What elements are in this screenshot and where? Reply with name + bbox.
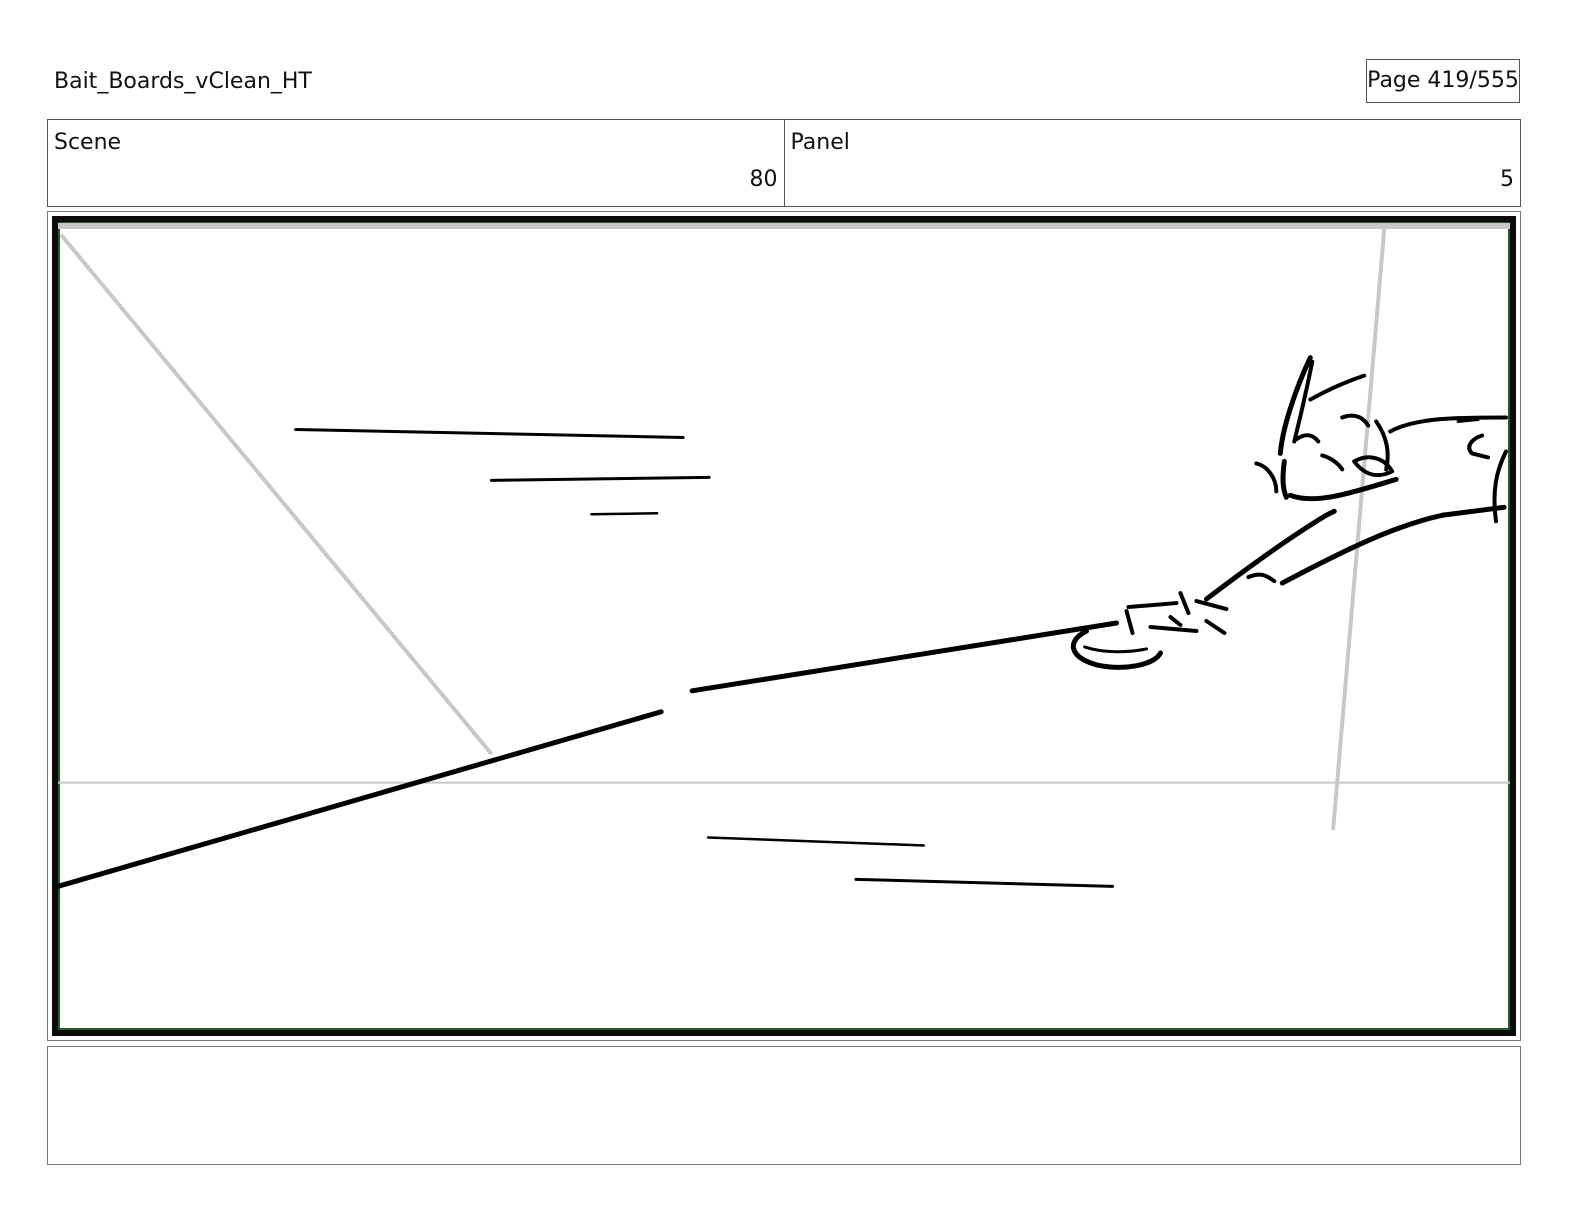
panel-cell: Panel 5 <box>783 120 1521 206</box>
page-counter: Page 419/555 <box>1366 59 1520 103</box>
sketch-canvas <box>58 222 1510 889</box>
storyboard-panel-frame <box>47 211 1521 1041</box>
scene-panel-info: Scene 80 Panel 5 <box>47 119 1521 207</box>
character-sketch <box>1070 355 1509 670</box>
panel-label: Panel <box>790 130 850 155</box>
guide-lines <box>58 222 1510 831</box>
scene-cell: Scene 80 <box>48 120 784 206</box>
scene-number: 80 <box>749 167 778 192</box>
document-title: Bait_Boards_vClean_HT <box>54 69 312 94</box>
speed-lines <box>294 427 1115 888</box>
panel-number: 5 <box>1500 167 1514 192</box>
scene-label: Scene <box>54 130 122 155</box>
fishing-line <box>58 620 1120 889</box>
storyboard-drawing <box>52 216 1516 1036</box>
panel-notes-box <box>47 1046 1521 1165</box>
